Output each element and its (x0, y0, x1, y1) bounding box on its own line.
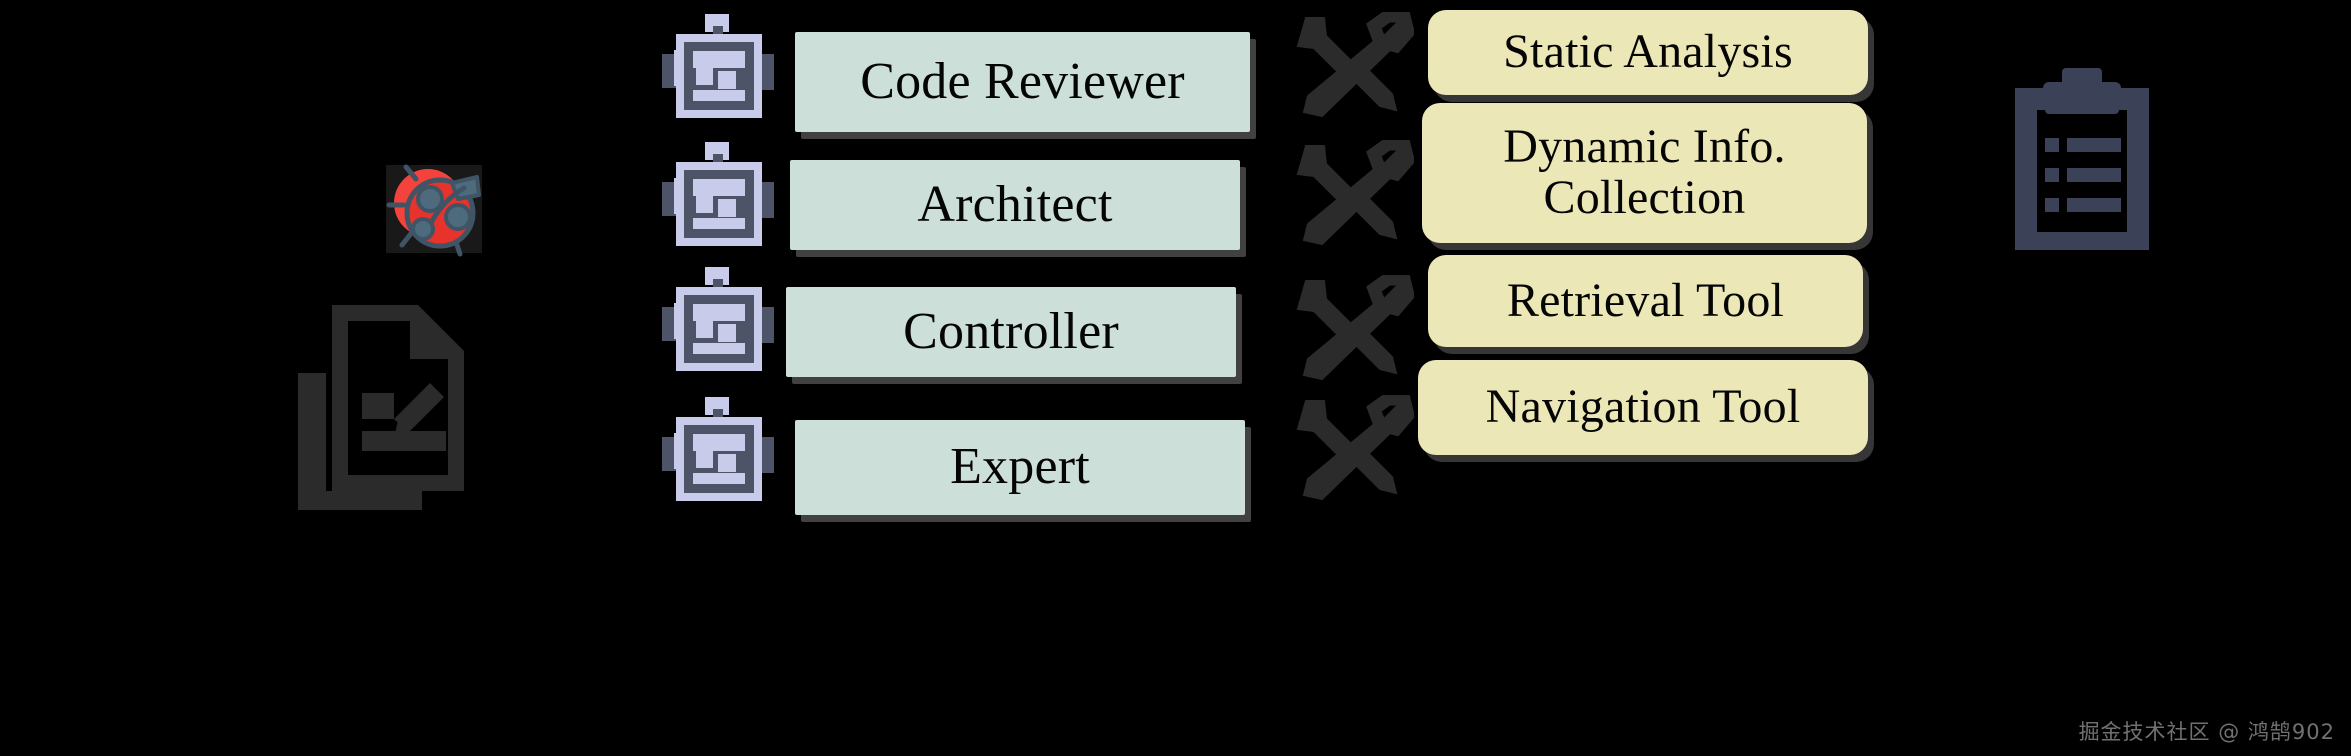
tools-icon (1296, 272, 1416, 385)
tool-box-dynamic-info-collection[interactable]: Dynamic Info. Collection (1422, 103, 1867, 243)
tools-icon (1296, 9, 1416, 122)
tool-box-navigation-tool[interactable]: Navigation Tool (1418, 360, 1868, 455)
robot-icon (660, 395, 780, 513)
clipboard-report-icon (2005, 68, 2160, 253)
agent-label: Code Reviewer (860, 52, 1185, 110)
tool-box-static-analysis[interactable]: Static Analysis (1428, 10, 1868, 95)
tool-label: Retrieval Tool (1506, 273, 1785, 327)
agent-box-controller[interactable]: Controller (786, 287, 1236, 377)
agent-box-expert[interactable]: Expert (795, 420, 1245, 515)
bug-icon (380, 155, 490, 260)
documents-icon (280, 295, 480, 513)
tools-icon (1296, 137, 1416, 250)
robot-icon (660, 140, 780, 258)
tool-label: Static Analysis (1503, 25, 1793, 79)
tool-label: Navigation Tool (1485, 380, 1801, 434)
agent-label: Expert (950, 438, 1090, 496)
agent-box-architect[interactable]: Architect (790, 160, 1240, 250)
tools-icon (1296, 392, 1416, 505)
tool-label-line1: Dynamic Info. (1503, 120, 1786, 174)
agent-box-code-reviewer[interactable]: Code Reviewer (795, 32, 1250, 132)
robot-icon (660, 265, 780, 383)
agent-label: Controller (903, 302, 1119, 360)
watermark: 掘金技术社区 @ 鸿鹄902 (2078, 720, 2335, 744)
tool-label-line2: Collection (1543, 171, 1746, 224)
tool-box-retrieval-tool[interactable]: Retrieval Tool (1428, 255, 1863, 347)
agent-label: Architect (917, 175, 1113, 233)
robot-icon (660, 12, 780, 130)
